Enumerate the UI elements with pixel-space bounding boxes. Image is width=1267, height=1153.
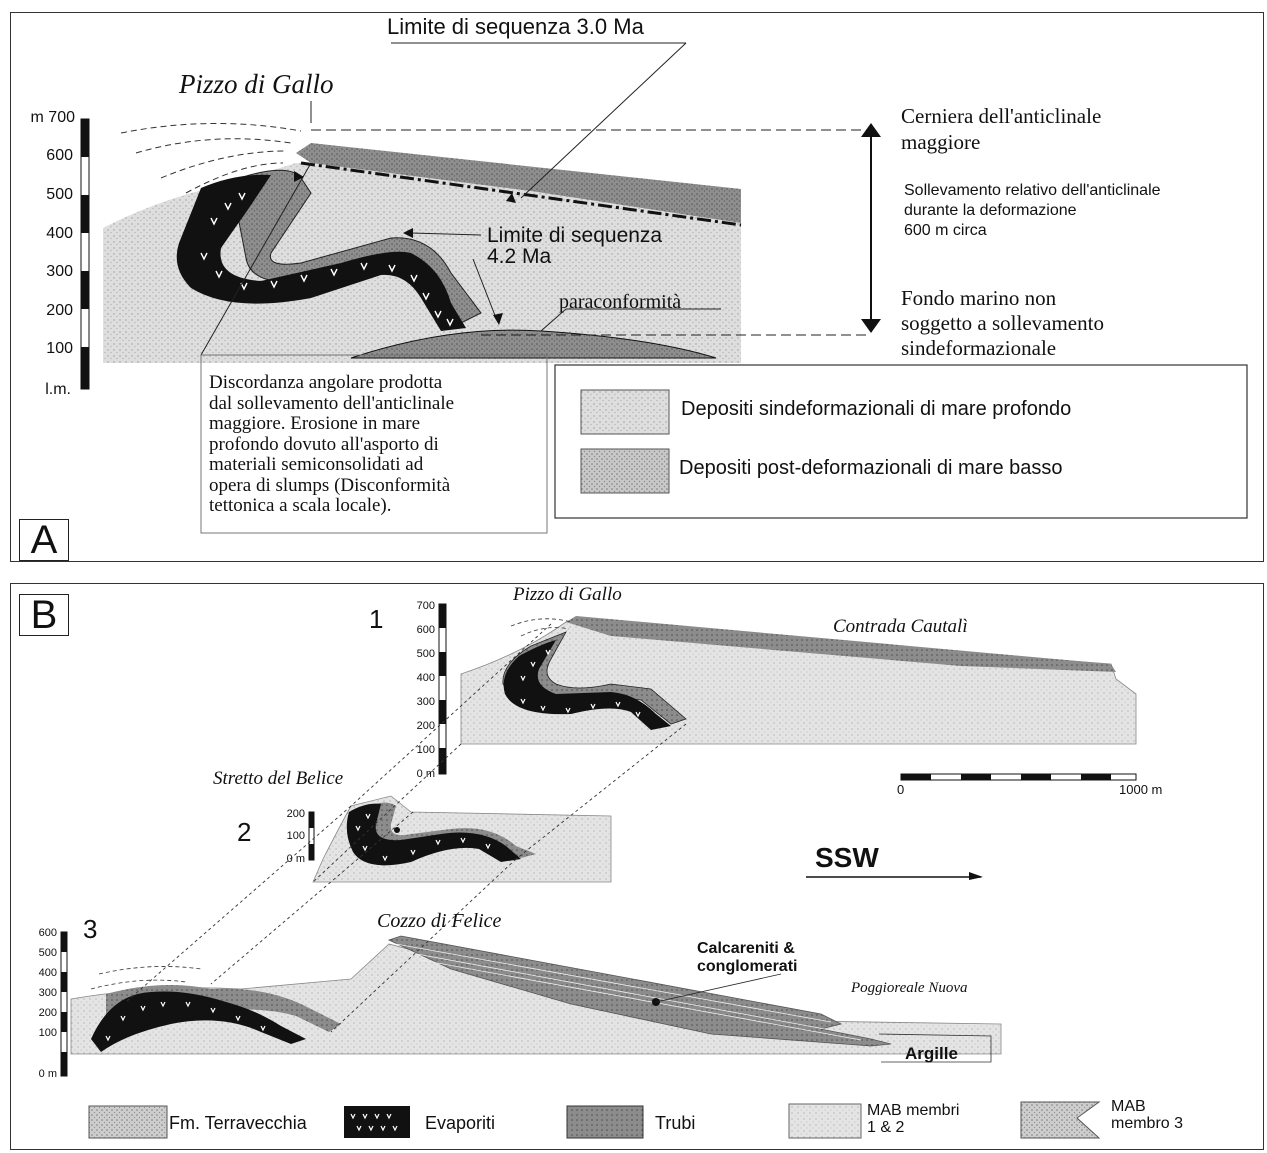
- legend-swatch-mab-3: [1021, 1102, 1099, 1138]
- ssw-direction-label: SSW: [815, 842, 879, 874]
- legend-swatch-trubi: [567, 1106, 643, 1138]
- legend-label-mab-1-2-line1: MAB membri: [867, 1102, 959, 1119]
- horizontal-scale-bar: [901, 774, 1136, 780]
- panel-b: B 1 2 3 700 600 500 400 300 200 100 0 m …: [10, 583, 1264, 1150]
- panel-b-letter: B: [19, 594, 69, 636]
- argille-label: Argille: [905, 1044, 958, 1064]
- stretto-del-belice-label: Stretto del Belice: [213, 768, 343, 790]
- scale3-tick-400: 400: [21, 967, 57, 979]
- scale3-tick-600: 600: [21, 927, 57, 939]
- section-1: [439, 604, 1136, 774]
- seafloor-label-line2: soggetto a sollevamento: [901, 311, 1104, 336]
- legend-swatch-post: [581, 449, 669, 493]
- note-line-5: materiali semiconsolidati ad: [209, 455, 549, 476]
- legend-swatch-evaporiti: [344, 1106, 410, 1138]
- section-3: [61, 932, 1001, 1076]
- uplift-label: Sollevamento relativo dell'anticlinale d…: [904, 181, 1161, 241]
- uplift-arrow-up: [861, 123, 881, 137]
- pizzo-di-gallo-label-b: Pizzo di Gallo: [513, 584, 622, 606]
- scale3-tick-100: 100: [21, 1027, 57, 1039]
- scale1-tick-0: 0 m: [403, 768, 435, 780]
- seafloor-label-line3: sindeformazionale: [901, 336, 1104, 361]
- paraconformity-label: paraconformità: [559, 291, 681, 314]
- calcareniti-label: Calcareniti & conglomerati: [697, 940, 797, 976]
- scale-bar-start-label: 0: [897, 782, 904, 797]
- pizzo-di-gallo-label: Pizzo di Gallo: [179, 69, 334, 100]
- scale-tick-600: 600: [11, 147, 73, 165]
- hinge-label: Cerniera dell'anticlinale maggiore: [901, 103, 1101, 155]
- scale-tick-400: 400: [11, 225, 73, 243]
- scale1-tick-200: 200: [403, 720, 435, 732]
- legend-label-mab-1-2: MAB membri 1 & 2: [867, 1102, 959, 1136]
- contrada-cautali-label: Contrada Cautalì: [833, 616, 968, 638]
- legend-swatch-mab-1-2: [789, 1104, 861, 1138]
- scale-tick-500: 500: [11, 186, 73, 204]
- legend-label-mab-3-line2: membro 3: [1111, 1115, 1183, 1132]
- legend-label-mab-1-2-line2: 1 & 2: [867, 1119, 959, 1136]
- note-line-2: dal sollevamento dell'anticlinale: [209, 394, 549, 415]
- uplift-label-line1: Sollevamento relativo dell'anticlinale: [904, 181, 1161, 201]
- scale1-tick-100: 100: [403, 744, 435, 756]
- note-line-6: opera di slumps (Disconformità: [209, 476, 549, 497]
- scale2-tick-100: 100: [273, 830, 305, 842]
- legend-box: [555, 365, 1247, 518]
- scale-tick-300: 300: [11, 263, 73, 281]
- legend-label-mab-3-line1: MAB: [1111, 1098, 1183, 1115]
- scale3-tick-500: 500: [21, 947, 57, 959]
- legend-label-terravecchia: Fm. Terravecchia: [169, 1113, 307, 1134]
- note-line-1: Discordanza angolare prodotta: [209, 373, 549, 394]
- scale-bar-end-label: 1000 m: [1119, 782, 1162, 797]
- seafloor-label-line1: Fondo marino non: [901, 286, 1104, 311]
- hinge-label-line1: Cerniera dell'anticlinale: [901, 103, 1101, 129]
- legend-swatch-syn: [581, 390, 669, 434]
- note-line-4: profondo dovuto all'asporto di: [209, 435, 549, 456]
- note-line-3: maggiore. Erosione in mare: [209, 414, 549, 435]
- scale3-tick-200: 200: [21, 1007, 57, 1019]
- legend-label-evaporiti: Evaporiti: [425, 1113, 495, 1134]
- panel-a-letter: A: [19, 519, 69, 561]
- seafloor-label: Fondo marino non soggetto a sollevamento…: [901, 286, 1104, 361]
- angular-unconformity-note: Discordanza angolare prodotta dal sollev…: [209, 373, 549, 517]
- panel-b-cross-sections: [11, 584, 1263, 1149]
- scale-tick-lm: l.m.: [11, 381, 71, 399]
- uplift-arrow-down: [861, 319, 881, 333]
- scale2-tick-0: 0 m: [273, 853, 305, 865]
- legend-label-trubi: Trubi: [655, 1113, 695, 1134]
- hinge-label-line2: maggiore: [901, 129, 1101, 155]
- sequence-boundary-3ma-label: Limite di sequenza 3.0 Ma: [387, 14, 644, 40]
- panel-a: Limite di sequenza 3.0 Ma Pizzo di Gallo…: [10, 12, 1264, 562]
- ssw-arrow-head: [969, 872, 983, 880]
- vertical-scale-bar: [81, 119, 89, 389]
- legend-label-mab-3: MAB membro 3: [1111, 1098, 1183, 1132]
- scale1-tick-500: 500: [403, 648, 435, 660]
- legend-label-syn: Depositi sindeformazionali di mare profo…: [681, 398, 1071, 421]
- section-2: [309, 796, 611, 882]
- scale1-tick-300: 300: [403, 696, 435, 708]
- section-2-number: 2: [237, 817, 251, 848]
- sequence-boundary-42ma-line2: 4.2 Ma: [487, 246, 662, 267]
- section-3-number: 3: [83, 914, 97, 945]
- scale3-tick-300: 300: [21, 987, 57, 999]
- scale2-tick-200: 200: [273, 808, 305, 820]
- calcareniti-line1: Calcareniti &: [697, 940, 797, 958]
- scale-tick-700: m 700: [11, 109, 75, 127]
- section-1-number: 1: [369, 604, 383, 635]
- sequence-boundary-42ma-line1: Limite di sequenza: [487, 225, 662, 246]
- scale3-tick-0: 0 m: [21, 1068, 57, 1080]
- scale-tick-100: 100: [11, 340, 73, 358]
- scale1-tick-700: 700: [403, 600, 435, 612]
- scale-tick-200: 200: [11, 302, 73, 320]
- scale1-tick-600: 600: [403, 624, 435, 636]
- calcareniti-line2: conglomerati: [697, 958, 797, 976]
- legend-swatch-terravecchia: [89, 1106, 167, 1138]
- uplift-label-line2: durante la deformazione: [904, 201, 1161, 221]
- cozzo-di-felice-label: Cozzo di Felice: [377, 910, 501, 933]
- uplift-label-line3: 600 m circa: [904, 221, 1161, 241]
- scale1-tick-400: 400: [403, 672, 435, 684]
- legend-label-post: Depositi post-deformazionali di mare bas…: [679, 457, 1063, 480]
- note-line-7: tettonica a scala locale).: [209, 496, 549, 517]
- sequence-boundary-42ma-label: Limite di sequenza 4.2 Ma: [487, 225, 662, 267]
- poggioreale-nuova-label: Poggioreale Nuova: [851, 980, 968, 997]
